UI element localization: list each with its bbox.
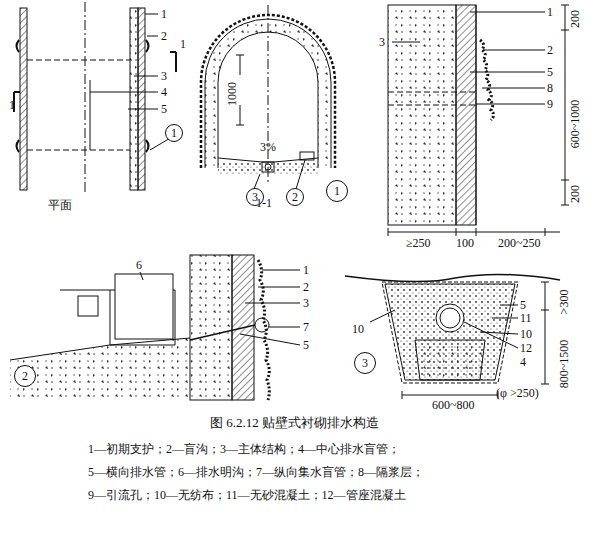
callout-label: 600~1000 [568,100,582,149]
callout-label: 9 [547,97,553,111]
legend-line: 9—引流孔；10—无纺布；11—无砂混凝土；12—管座混凝土 [88,488,406,502]
callout-label: 3 [379,35,385,49]
callout-label: 3 [303,296,309,310]
callout-label: 1 [161,7,167,21]
callout-label: 5 [520,298,526,312]
callout-label: 2 [161,29,167,43]
callout-label: 12 [520,341,532,355]
callout-label: 4 [520,355,526,369]
callout-label: 2 [547,43,553,57]
callout-label: 1 [180,37,186,51]
index-number: 3 [362,357,368,369]
callout-label: 200~250 [498,236,541,250]
callout-label: 1 [303,263,309,277]
callout-label: ≥250 [406,236,431,250]
legend-line: 5—横向排水管；6—排水明沟；7—纵向集水盲管；8—隔浆层； [88,465,424,479]
callout-label: 5 [161,102,167,116]
callout-label: 3 [161,69,167,83]
index-number: 1 [171,127,177,139]
callout-label: 1 [547,5,553,19]
callout-label: 4 [161,85,167,99]
index-circle: 2 [286,188,304,206]
index-circle: 3 [354,352,376,374]
index-number: 1 [334,185,340,197]
callout-label: 5 [303,338,309,352]
callout-label: 100 [456,236,474,250]
callout-label: (φ >250) [496,386,539,400]
callout-label: 2 [303,280,309,294]
callout-label: 1000 [225,82,239,106]
index-number: 2 [22,370,28,382]
callout-label: 200 [568,185,582,203]
callout-label: 8 [547,81,553,95]
callout-label: 1-1 [256,196,272,210]
callout-label: 200 [568,10,582,28]
callout-label: 6 [136,258,142,272]
index-number: 2 [292,191,298,203]
callout-label: 7 [303,320,309,334]
callout-label: 10 [520,327,532,341]
callout-label: 5 [547,65,553,79]
callout-label: >300 [557,290,571,315]
index-circle: 2 [14,365,36,387]
index-circle: 1 [165,124,183,142]
callout-label: 11 [520,311,532,325]
callout-label: 10 [352,322,364,336]
callout-label: 800~1500 [557,340,571,389]
callout-label: 3% [260,140,276,154]
figure-caption: 图 6.2.12 贴壁式衬砌排水构造 [210,416,379,430]
callout-label: 平面 [48,198,72,212]
index-circle: 1 [326,180,348,202]
legend-line: 1—初期支护；2—盲沟；3—主体结构；4—中心排水盲管； [88,442,400,456]
callout-label: 600~800 [432,398,475,412]
callout-label: 1 [9,98,15,112]
